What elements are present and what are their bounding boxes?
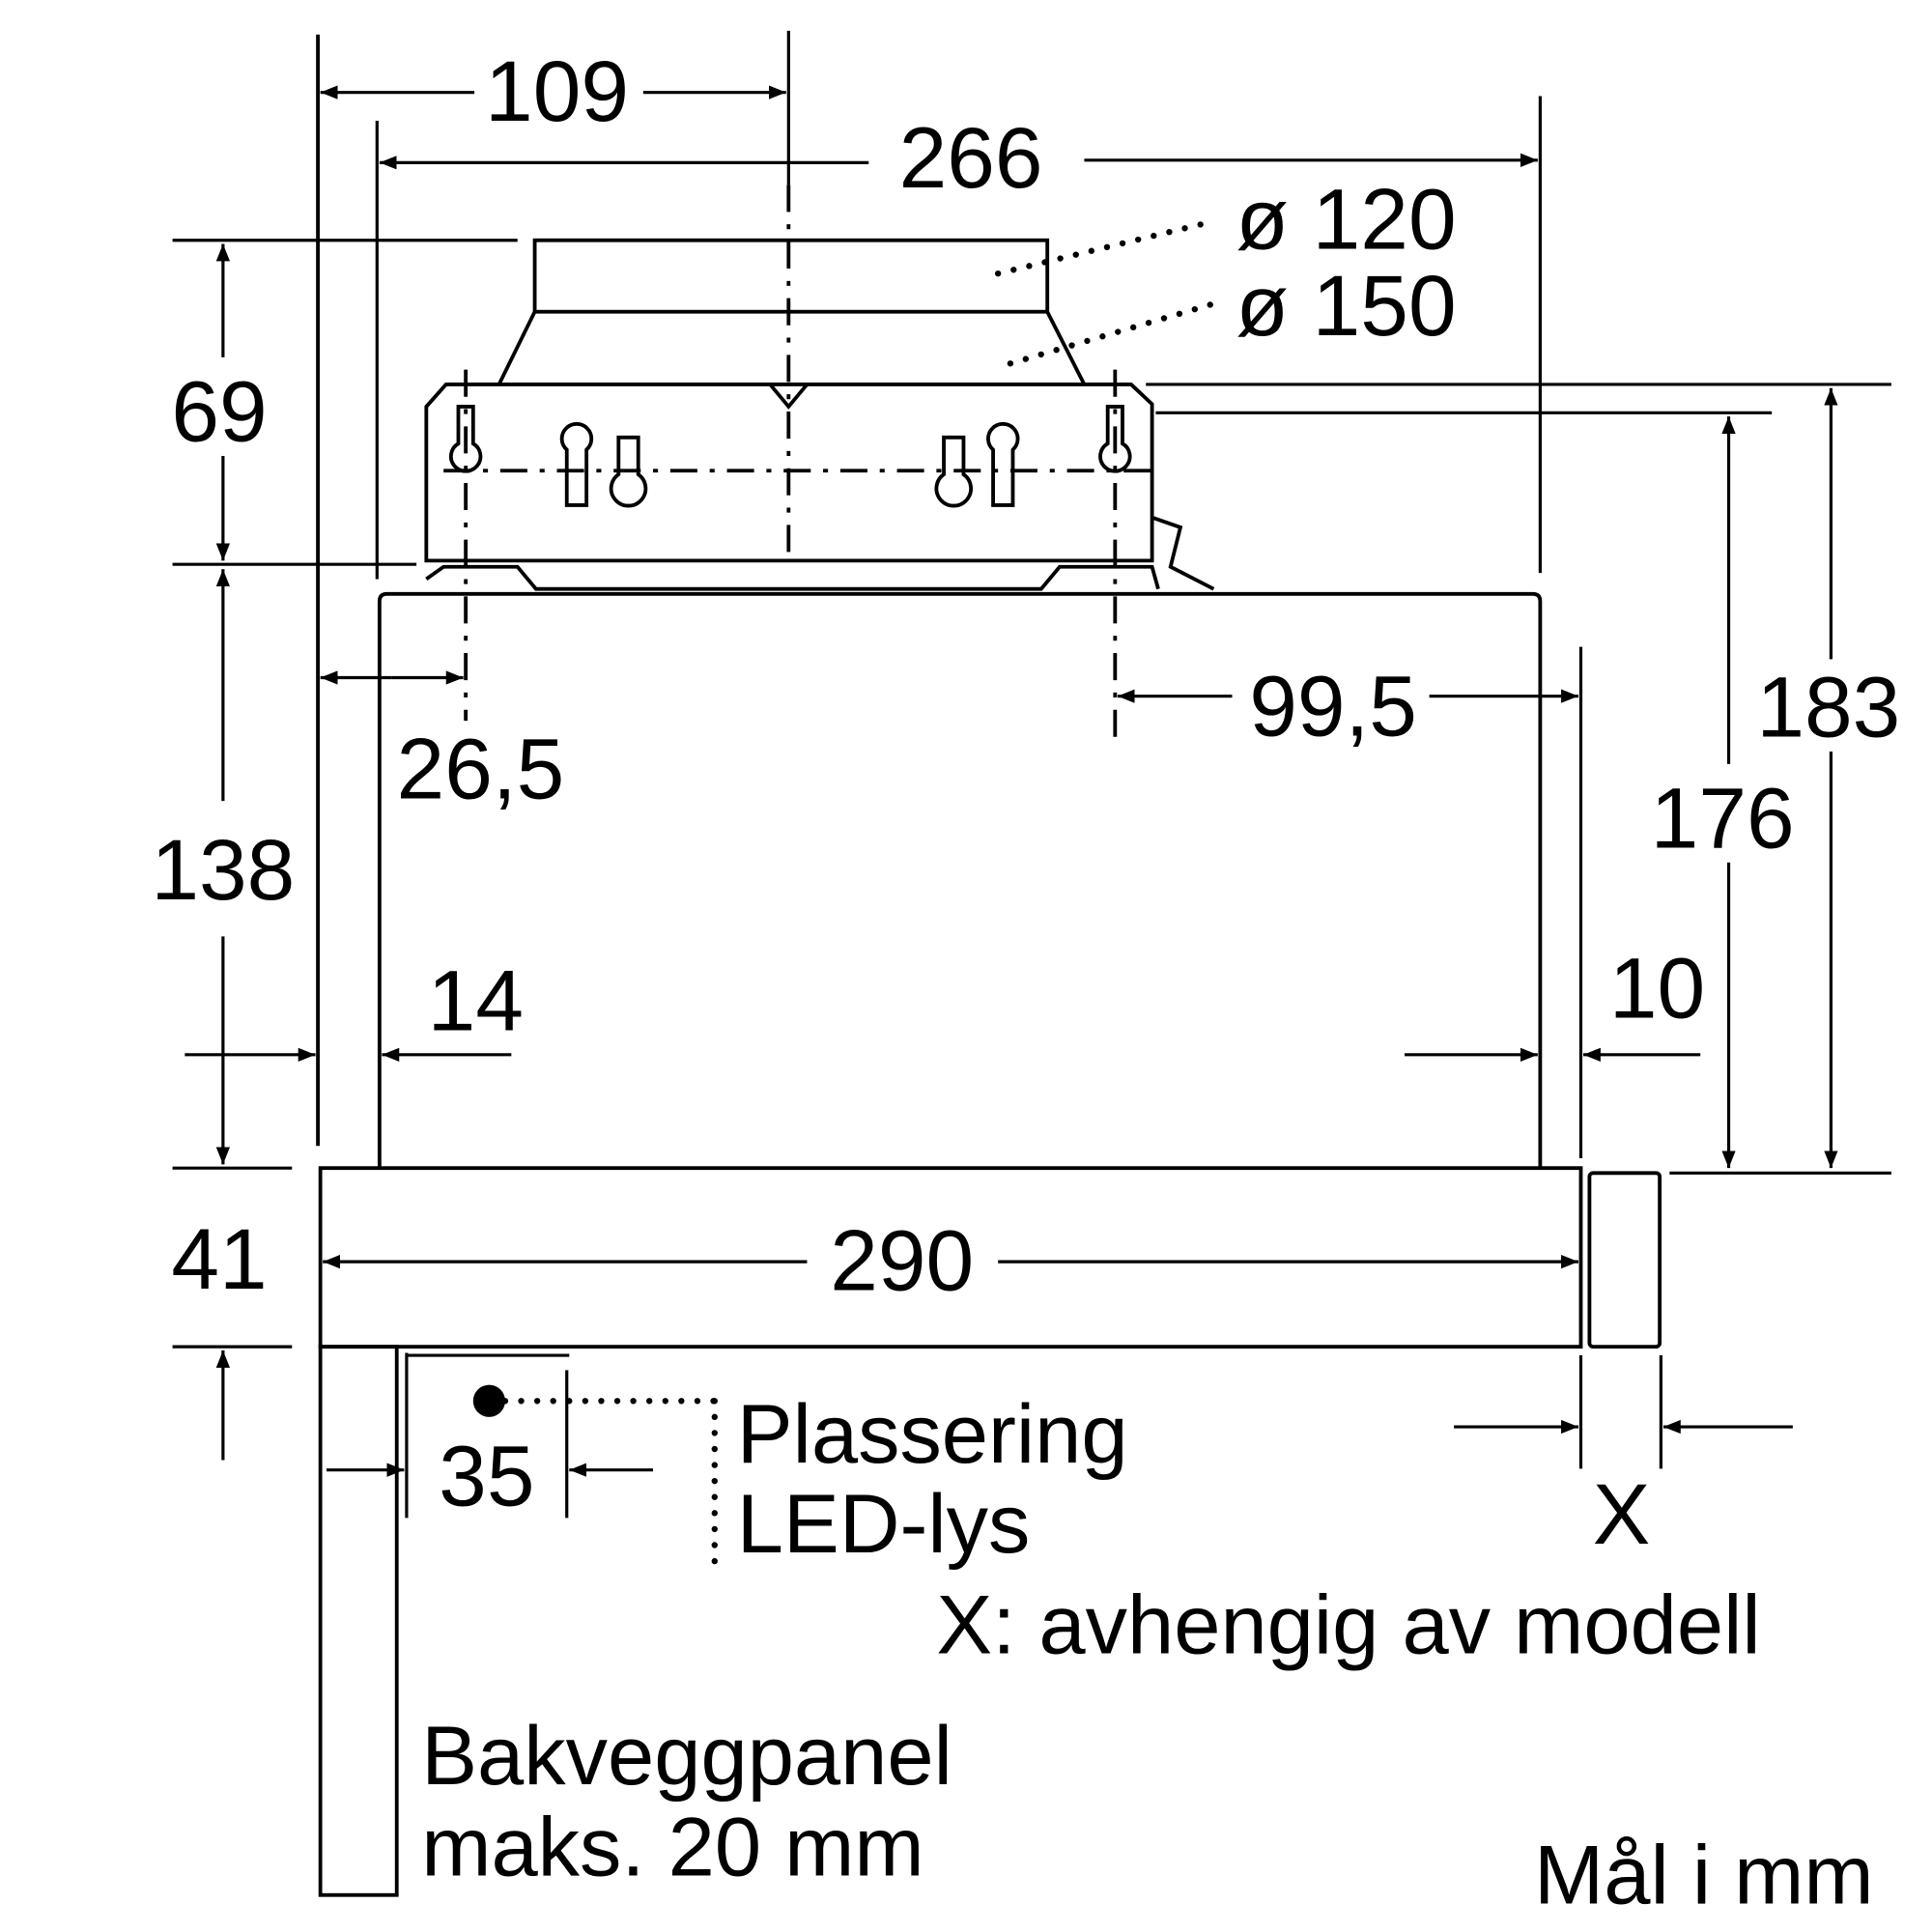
dimension-arrows	[185, 85, 1838, 1477]
dim-x: X	[1593, 1465, 1651, 1562]
units-note: Mål i mm	[1534, 1829, 1874, 1922]
dim-99-5: 99,5	[1249, 657, 1417, 753]
led-position-marker	[472, 1384, 505, 1417]
dim-109: 109	[485, 43, 629, 139]
dim-41: 41	[171, 1210, 267, 1307]
dim-176: 176	[1651, 770, 1795, 867]
leader-lines	[472, 220, 1223, 1575]
panel-label-line2: maks. 20 mm	[421, 1800, 923, 1893]
hood-body	[316, 34, 1662, 1897]
dim-138: 138	[151, 821, 295, 918]
extension-lines	[172, 30, 1891, 1519]
dim-10: 10	[1609, 940, 1705, 1037]
dim-290: 290	[830, 1211, 974, 1308]
led-label-line2: LED-lys	[737, 1477, 1031, 1571]
dim-266: 266	[899, 109, 1043, 206]
dim-duct-120: ø 120	[1236, 171, 1456, 268]
dim-duct-150: ø 150	[1236, 257, 1456, 354]
dim-69: 69	[171, 363, 267, 460]
x-note: X: avhengig av modell	[936, 1578, 1760, 1672]
led-label-line1: Plassering	[737, 1387, 1128, 1481]
panel-label-line1: Bakveggpanel	[421, 1709, 952, 1803]
dim-14: 14	[428, 952, 524, 1048]
dim-183: 183	[1756, 659, 1900, 755]
dim-35: 35	[439, 1428, 534, 1524]
dim-26-5: 26,5	[397, 721, 565, 817]
fan-housing	[424, 185, 1215, 740]
